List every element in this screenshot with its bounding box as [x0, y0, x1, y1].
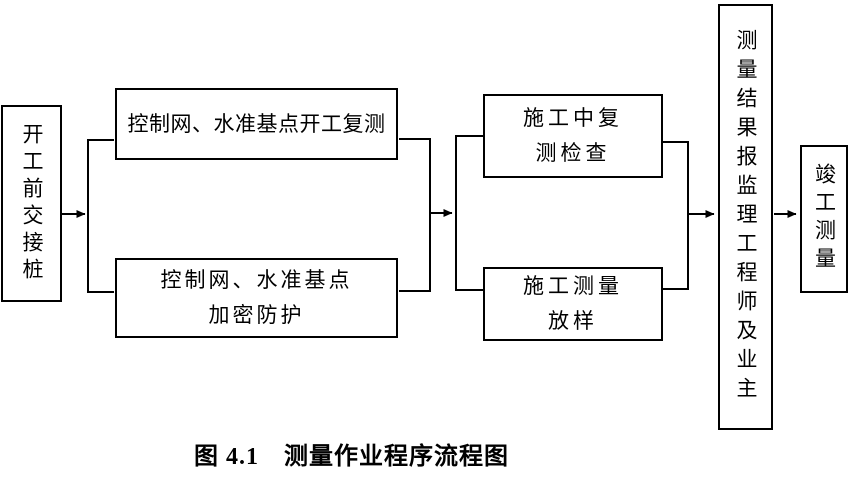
- flow-node-densify-label: 控制网、水准基点 加密防护: [160, 268, 353, 327]
- flow-node-densify: 控制网、水准基点 加密防护: [115, 258, 398, 338]
- bracket-split-construction: [455, 135, 484, 291]
- flow-node-layout-label: 施工测量 放样: [523, 274, 623, 333]
- flow-node-start-label: 开工前交接桩: [20, 122, 44, 285]
- flow-node-recheck-label: 控制网、水准基点开工复测: [127, 111, 386, 136]
- flow-node-completion: 竣工测量: [800, 145, 848, 293]
- bracket-merge-construction: [663, 141, 689, 290]
- flow-node-start: 开工前交接桩: [1, 105, 62, 302]
- figure-caption: 图 4.1 测量作业程序流程图: [194, 444, 509, 470]
- flow-node-inspect: 施工中复 测检查: [483, 94, 663, 178]
- flow-node-recheck: 控制网、水准基点开工复测: [115, 88, 398, 160]
- flow-node-report-label: 测量结果报监理工程师及业主: [734, 28, 758, 406]
- flow-node-report: 测量结果报监理工程师及业主: [718, 4, 773, 430]
- flow-node-inspect-label: 施工中复 测检查: [523, 106, 623, 165]
- bracket-split-left: [87, 139, 114, 293]
- flow-node-layout: 施工测量 放样: [483, 267, 663, 341]
- flow-node-completion-label: 竣工测量: [812, 163, 837, 275]
- bracket-merge-middle: [399, 138, 431, 292]
